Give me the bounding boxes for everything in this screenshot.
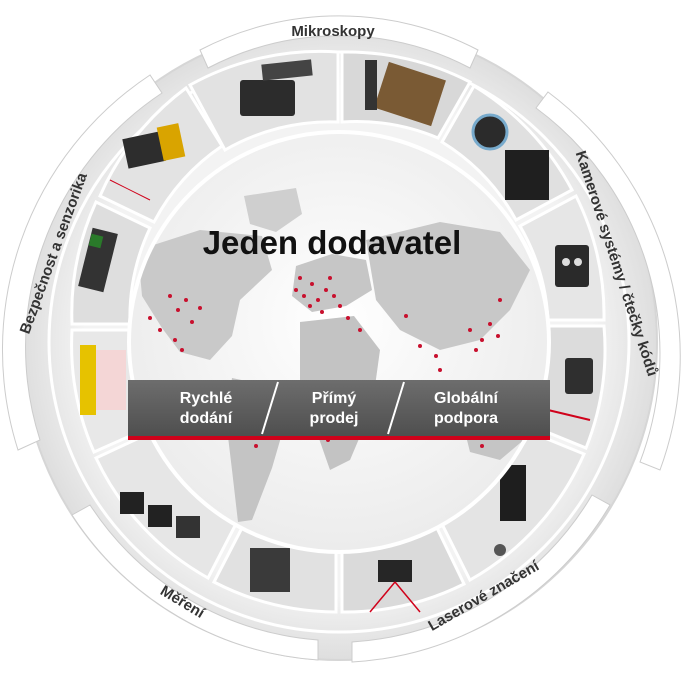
ring-light-icon: [471, 113, 509, 151]
code-reader-tile: [517, 193, 606, 322]
microscope-tile: [187, 49, 340, 153]
benefits-band: Rychlé dodání Přímý prodej Globální podp…: [128, 380, 550, 440]
vision-camera-tile: [439, 83, 575, 223]
benefit-2-line2: prodej: [310, 410, 359, 427]
amplifier-icon: [78, 227, 118, 293]
category-label-mikroskopy: Mikroskopy: [291, 23, 375, 40]
microscope-monitor-icon: [240, 80, 295, 116]
laser-sensor-tile: [98, 85, 225, 224]
light-curtain-icon: [80, 345, 96, 415]
tab-kamerove: [535, 91, 681, 471]
camera-head-icon: [555, 245, 589, 287]
digital-microscope-tile: [340, 50, 473, 140]
benefit-1-line1: Rychlé: [180, 390, 233, 407]
measuring-instrument-icon: [250, 548, 290, 592]
laser-head-icon: [378, 560, 412, 582]
sensor-block-icon: [120, 492, 144, 514]
tab-mikroskopy: [199, 15, 479, 69]
circuit-board-icon: [374, 61, 446, 127]
benefit-3-line2: podpora: [434, 410, 498, 427]
controller-icon: [505, 150, 549, 200]
tab-laserove: [351, 494, 611, 663]
page-title: Jeden dodavatel: [203, 224, 462, 261]
benefit-2-line1: Přímý: [312, 390, 357, 407]
reader-icon: [565, 358, 593, 394]
benefit-3-line1: Globální: [434, 390, 499, 407]
location-dots: [148, 276, 502, 448]
tab-mereni: [71, 504, 319, 661]
band-accent-line: [128, 436, 550, 440]
tab-bezpecnost: [1, 74, 163, 451]
world-map-disc: [127, 130, 551, 554]
laser-sensor-icon: [122, 131, 166, 169]
amplifier-tile: [70, 199, 152, 326]
benefit-1-line2: dodání: [180, 410, 233, 427]
